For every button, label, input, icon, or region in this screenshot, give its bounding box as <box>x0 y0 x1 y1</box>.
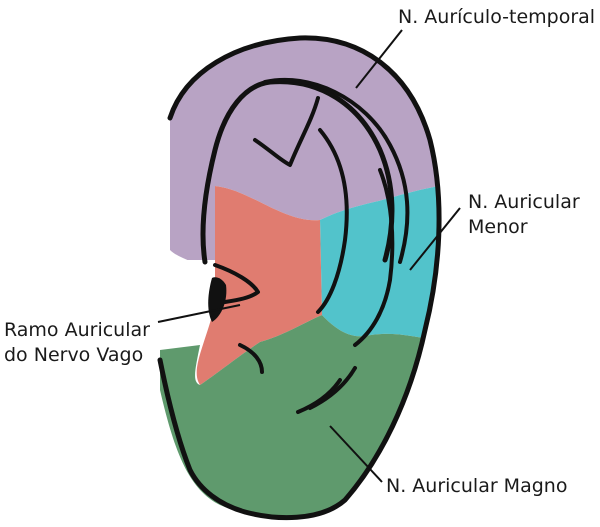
label-ramo-vago-line2: do Nervo Vago <box>4 344 144 366</box>
leader-lines <box>157 29 461 483</box>
leader-ramo-vago <box>157 304 241 323</box>
antihelix-crus-upper <box>253 96 320 167</box>
label-auricular-menor-line2: Menor <box>468 216 528 238</box>
label-auriculotemporal: N. Aurículo-temporal <box>398 5 595 30</box>
label-auriculotemporal-text: N. Aurículo-temporal <box>398 6 596 28</box>
label-auricular-magno: N. Auricular Magno <box>386 474 567 499</box>
label-ramo-vago-line1: Ramo Auricular <box>4 319 150 341</box>
antihelix-crus-lower <box>316 128 349 314</box>
label-auricular-menor-line1: N. Auricular <box>468 191 580 213</box>
leader-auricular-menor <box>409 207 461 271</box>
label-auricular-menor: N. Auricular Menor <box>468 190 580 240</box>
concha-bottom-line <box>238 343 264 374</box>
helix-outer-outline <box>157 35 442 520</box>
ear-outline-strokes <box>157 35 442 520</box>
label-ramo-auricular-vago: Ramo Auricular do Nervo Vago <box>4 318 150 368</box>
lobule-line <box>296 378 342 414</box>
tragus-line <box>213 263 260 304</box>
ramo-vago-region <box>196 186 322 385</box>
leader-auricular-magno <box>329 425 383 483</box>
antihelix-ridge <box>353 168 395 347</box>
leader-auriculotemporal <box>355 29 403 89</box>
helix-rim-line <box>263 77 410 264</box>
label-auricular-magno-text: N. Auricular Magno <box>386 475 568 497</box>
